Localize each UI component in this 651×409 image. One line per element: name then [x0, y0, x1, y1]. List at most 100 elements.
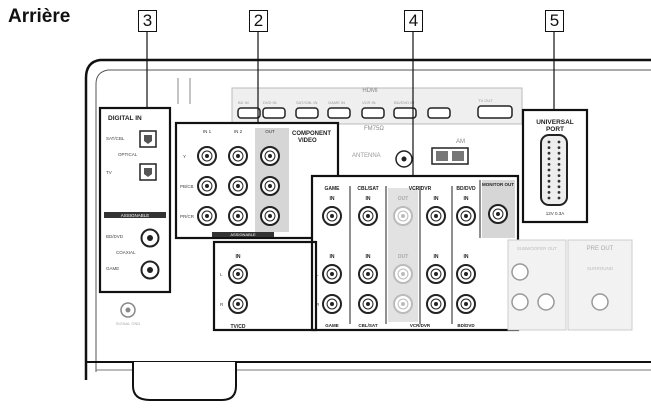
rca-jack	[322, 264, 342, 284]
ground-label: SIGNAL GND	[116, 321, 141, 326]
tvcd-label: TV/CD	[231, 324, 246, 330]
hdmi-input-label: TV OUT	[478, 98, 493, 103]
rca-jack	[228, 176, 248, 196]
universal-port-pin	[547, 140, 551, 144]
optical-port-shape	[144, 168, 152, 177]
ground-terminal-pin	[125, 307, 131, 313]
am-terminal-slot	[436, 151, 448, 161]
optical-port-shape	[144, 135, 152, 144]
hdmi-port	[393, 107, 417, 119]
rca-jack	[322, 294, 342, 314]
subwoofer-jack	[511, 263, 529, 281]
hdmi-port	[327, 107, 351, 119]
rca-jack	[197, 146, 217, 166]
subwoofer-jack	[537, 293, 555, 311]
rca-jack	[456, 264, 476, 284]
rca-jack	[456, 206, 476, 226]
hdmi-port	[295, 107, 319, 119]
rca-jack	[393, 206, 413, 226]
digital-port-label: BD/DVD	[106, 234, 124, 239]
universal-port-pin	[547, 157, 551, 161]
av-in-label: IN	[434, 196, 439, 202]
digital-port-label: SAT/CBL	[106, 136, 125, 141]
av-group-footer: CBL/SAT	[358, 323, 377, 328]
rca-jack	[322, 206, 342, 226]
rca-jack	[228, 146, 248, 166]
antenna-label: ANTENNA	[352, 153, 381, 159]
av-side-label: L	[316, 272, 319, 277]
assignable-bar	[104, 212, 166, 218]
component-title: COMPONENT	[292, 131, 331, 137]
digital-in-header: DIGITAL IN	[108, 115, 142, 122]
universal-port-pin	[557, 196, 561, 200]
tvcd-in-label: IN	[236, 254, 241, 260]
rca-jack	[228, 294, 248, 314]
callout-3: 3	[138, 10, 157, 32]
page-title: Arrière	[8, 6, 71, 27]
rca-jack	[456, 294, 476, 314]
assignable-label: ASSIGNABLE	[121, 213, 150, 218]
hdmi-input-label: GAME IN	[328, 100, 345, 105]
universal-port-pin	[557, 140, 561, 144]
rca-jack	[426, 264, 446, 284]
universal-port-pin	[557, 151, 561, 155]
tvcd-jacks	[228, 264, 248, 314]
hdmi-port	[237, 107, 261, 119]
universal-port-title: PORT	[546, 126, 564, 133]
hdmi-input-label: BD IN	[238, 100, 249, 105]
component-jacks	[197, 146, 280, 226]
rca-jack	[358, 206, 378, 226]
chassis-inner-outline	[95, 69, 651, 372]
component-footer: ASSIGNABLE	[230, 232, 256, 237]
coaxial-jack-pin	[147, 235, 153, 241]
tvcd-side-label: R	[220, 302, 224, 307]
callout-5: 5	[545, 10, 564, 32]
universal-port-pin	[557, 174, 561, 178]
subwoofer-jack	[511, 293, 529, 311]
av-in-labels: IN IN OUT IN IN IN IN OUT IN IN	[330, 196, 469, 260]
hdmi-input-label: DVD IN	[263, 100, 277, 105]
hdmi-input-label: BD/DVD IN	[394, 100, 414, 105]
rca-jack	[260, 146, 280, 166]
digital-port-label: GAME	[106, 266, 119, 271]
component-col-label: IN 2	[234, 129, 243, 134]
universal-port-pin	[557, 191, 561, 194]
av-in-label: IN	[330, 254, 335, 260]
universal-port-pin	[557, 157, 561, 161]
rca-jack	[260, 176, 280, 196]
universal-port-pin	[557, 163, 561, 166]
rca-jack	[488, 204, 508, 224]
chassis-outline	[84, 58, 651, 380]
av-in-label: IN	[330, 196, 335, 202]
tvcd-section	[212, 240, 318, 332]
av-group-footer: VCR/DVR	[410, 323, 431, 328]
hdmi-input-label: VCR IN	[362, 100, 376, 105]
rca-jack	[393, 294, 413, 314]
universal-port-pin	[547, 191, 551, 194]
rca-jack	[358, 264, 378, 284]
component-col-labels: IN 1 IN 2 OUT	[203, 129, 275, 134]
component-assignable-bar	[212, 232, 274, 237]
component-row-label: PB/CB	[180, 184, 194, 189]
callout-4: 4	[404, 10, 423, 32]
universal-port-pin	[547, 168, 551, 172]
av-jacks	[322, 204, 508, 314]
component-col-label: OUT	[265, 129, 275, 134]
monitor-out-label: MONITOR OUT	[482, 182, 514, 187]
universal-port-pin	[557, 168, 561, 172]
universal-port-connector	[540, 134, 568, 206]
fm-antenna-jack-pin	[401, 156, 407, 162]
hdmi-input-labels: BD IN DVD IN SAT/CBL IN GAME IN VCR IN B…	[238, 98, 493, 105]
callout-leader-lines	[146, 30, 555, 176]
av-in-label: IN	[366, 254, 371, 260]
av-group-header: BD/DVD	[456, 186, 476, 192]
universal-port-pin	[557, 146, 561, 150]
coaxial-jack-pin	[147, 267, 153, 273]
am-label: AM	[456, 139, 465, 145]
av-in-label: IN	[464, 196, 469, 202]
rca-jack	[358, 294, 378, 314]
av-out-label: OUT	[398, 196, 409, 202]
callout-2: 2	[249, 10, 268, 32]
av-group-header: GAME	[325, 186, 341, 192]
